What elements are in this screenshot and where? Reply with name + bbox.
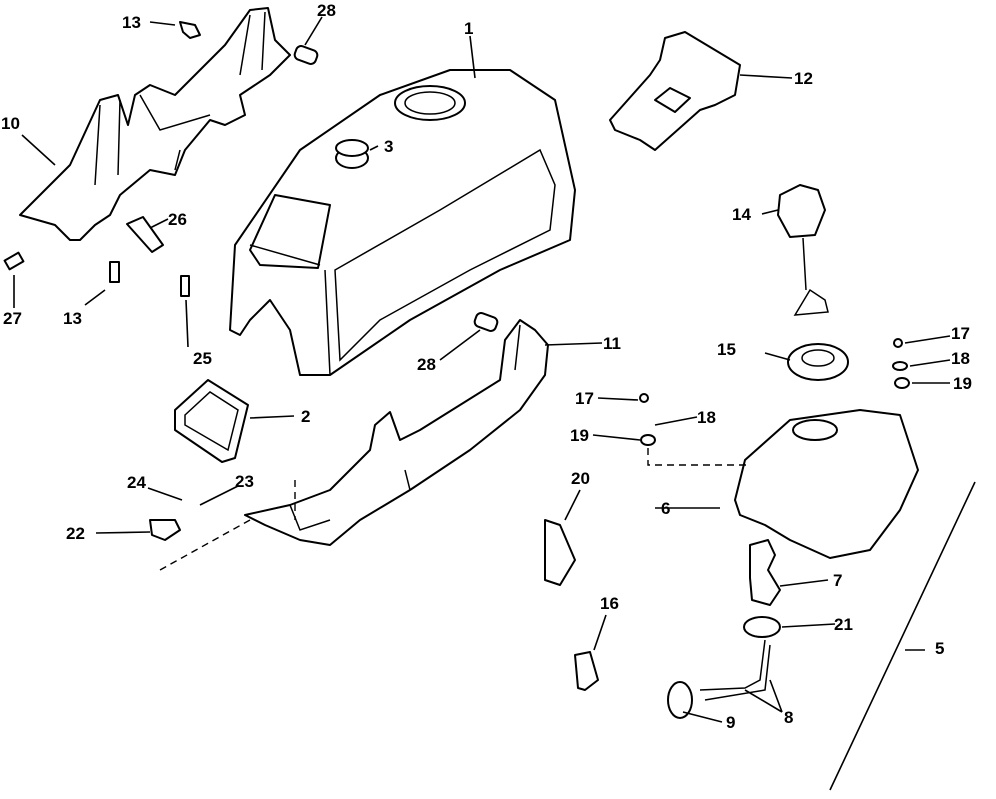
callout-27: 27 — [3, 309, 22, 328]
callout-18: 18 — [697, 408, 716, 427]
callout-10: 10 — [1, 114, 20, 133]
callout-17: 17 — [575, 389, 594, 408]
callout-8: 8 — [784, 708, 793, 727]
callout-22: 22 — [66, 524, 85, 543]
callout-13: 13 — [122, 13, 141, 32]
callout-26: 26 — [168, 210, 187, 229]
callout-2: 2 — [301, 407, 310, 426]
callout-16: 16 — [600, 594, 619, 613]
callout-3: 3 — [384, 137, 393, 156]
callout-20: 20 — [571, 469, 590, 488]
part-1-motor-cover — [229, 69, 576, 376]
callout-9: 9 — [726, 713, 735, 732]
part-6-fuel-tank — [734, 409, 919, 559]
part-3-plug — [335, 139, 369, 169]
callout-28: 28 — [317, 1, 336, 20]
alignment-lines — [159, 448, 750, 571]
callout-15: 15 — [717, 340, 736, 359]
callout-7: 7 — [833, 571, 842, 590]
leader-lines — [13, 16, 951, 723]
callout-5: 5 — [935, 639, 944, 658]
callout-24: 24 — [127, 473, 146, 492]
callout-14: 14 — [732, 205, 751, 224]
callout-18: 18 — [951, 349, 970, 368]
callout-1: 1 — [464, 19, 473, 38]
part-11-right-bracket — [244, 319, 549, 546]
callout-13: 13 — [63, 309, 82, 328]
part-5-assembly-bracket — [829, 481, 976, 791]
part-10-left-bracket — [19, 7, 291, 241]
part-14-fuel-cap — [777, 184, 829, 316]
callout-19: 19 — [953, 374, 972, 393]
callout-25: 25 — [193, 349, 212, 368]
callout-21: 21 — [834, 615, 853, 634]
callout-labels: 13 28 1 12 10 3 26 14 27 13 25 28 11 17 … — [1, 1, 972, 732]
part-12-bracket — [609, 31, 741, 151]
small-hardware — [3, 21, 910, 719]
part-2-gasket — [174, 379, 249, 463]
callout-6: 6 — [661, 499, 670, 518]
callout-12: 12 — [794, 69, 813, 88]
callout-17: 17 — [951, 324, 970, 343]
callout-11: 11 — [603, 334, 621, 353]
callout-19: 19 — [570, 426, 589, 445]
callout-23: 23 — [235, 472, 254, 491]
callout-28: 28 — [417, 355, 436, 374]
part-15-seal — [787, 343, 849, 381]
